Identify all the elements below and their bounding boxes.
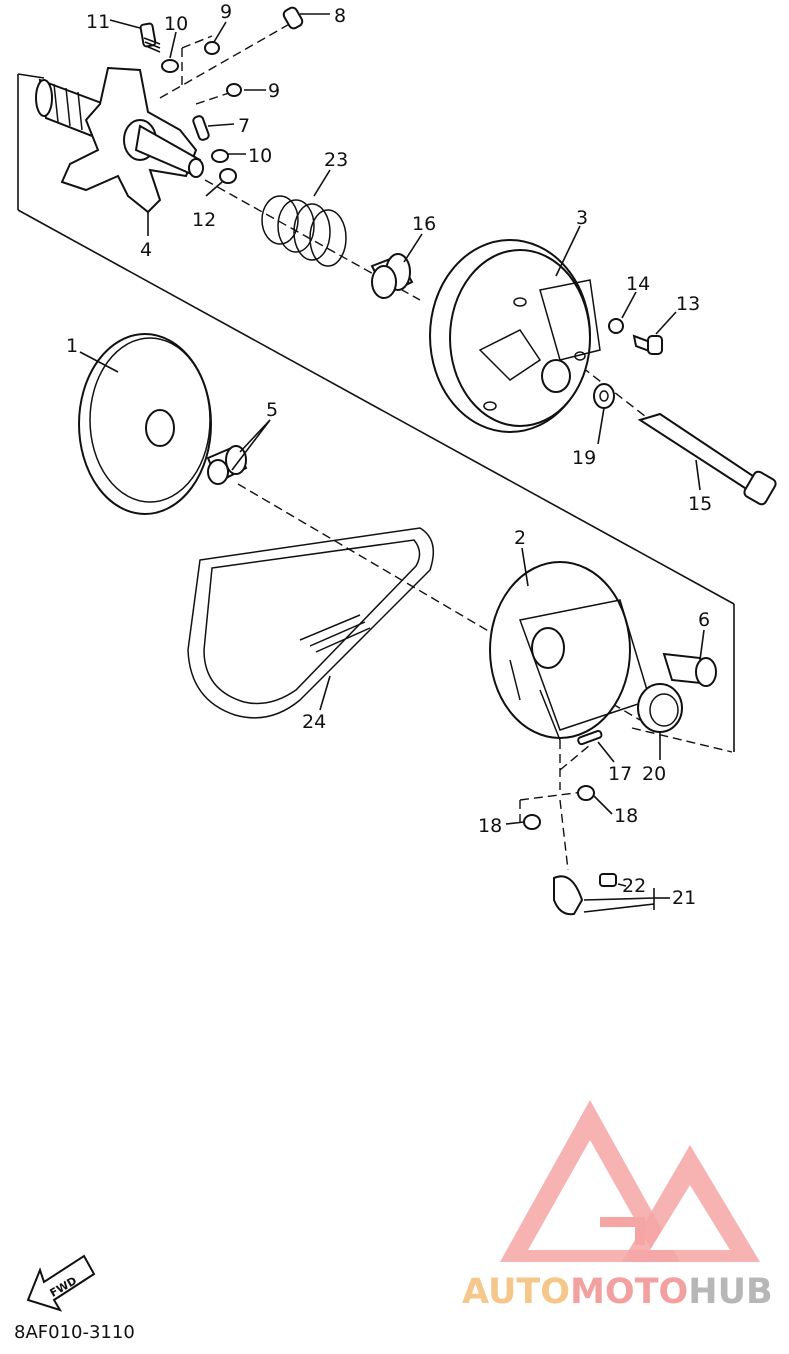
- label-part-12: 12: [192, 209, 216, 231]
- part-labels: 11 10 9 8 9 7 10 12 4 23 16 3 14 13 19 1…: [66, 1, 712, 909]
- label-part-23: 23: [324, 149, 348, 171]
- label-part-9: 9: [268, 80, 280, 102]
- fwd-arrow-icon: FWD: [26, 1254, 96, 1312]
- assembly-guide-lines: [17, 17, 735, 871]
- label-part-2: 2: [514, 527, 526, 549]
- label-part-18-right: 18: [614, 805, 638, 827]
- label-part-21: 21: [672, 887, 696, 909]
- label-part-7: 7: [238, 115, 250, 137]
- automotohub-wordmark: AUTOMOTOHUB: [462, 1272, 773, 1312]
- parts-6-20: [637, 652, 717, 733]
- part-1-sheave: [78, 333, 212, 515]
- part-24-belt: [187, 527, 435, 719]
- part-3-cover: [429, 239, 601, 433]
- parts-bottom: [523, 729, 617, 916]
- leader-lines: [79, 13, 705, 913]
- part-16-bushing: [370, 253, 414, 299]
- label-part-18-left: 18: [478, 815, 502, 837]
- part-4-spider-shaft: [35, 66, 204, 214]
- automotohub-logo: [500, 1100, 760, 1262]
- part-23-spring: [261, 195, 347, 267]
- parts-bolts-right: [593, 318, 777, 506]
- label-part-14: 14: [626, 273, 650, 295]
- part-5-rollers: [206, 444, 248, 485]
- brand-moto: MOTO: [570, 1272, 689, 1312]
- part-2-sheave: [489, 561, 651, 741]
- label-part-9-top: 9: [220, 1, 232, 23]
- label-part-15: 15: [688, 493, 712, 515]
- brand-auto: AUTO: [462, 1272, 571, 1312]
- label-part-22: 22: [622, 875, 646, 897]
- label-part-17: 17: [608, 763, 632, 785]
- label-part-19: 19: [572, 447, 596, 469]
- label-part-11: 11: [86, 11, 110, 33]
- label-part-13: 13: [676, 293, 700, 315]
- label-part-16: 16: [412, 213, 436, 235]
- brand-hub: HUB: [688, 1272, 773, 1312]
- label-part-1: 1: [66, 335, 78, 357]
- small-parts-top: [139, 6, 304, 184]
- label-part-4: 4: [140, 239, 152, 261]
- label-part-20: 20: [642, 763, 666, 785]
- label-part-3: 3: [576, 207, 588, 229]
- label-part-8: 8: [334, 5, 346, 27]
- drawing-code: 8AF010-3110: [14, 1322, 135, 1343]
- label-part-5: 5: [266, 399, 278, 421]
- label-part-10-top: 10: [164, 13, 188, 35]
- label-part-24: 24: [302, 711, 326, 733]
- label-part-10: 10: [248, 145, 272, 167]
- label-part-6: 6: [698, 609, 710, 631]
